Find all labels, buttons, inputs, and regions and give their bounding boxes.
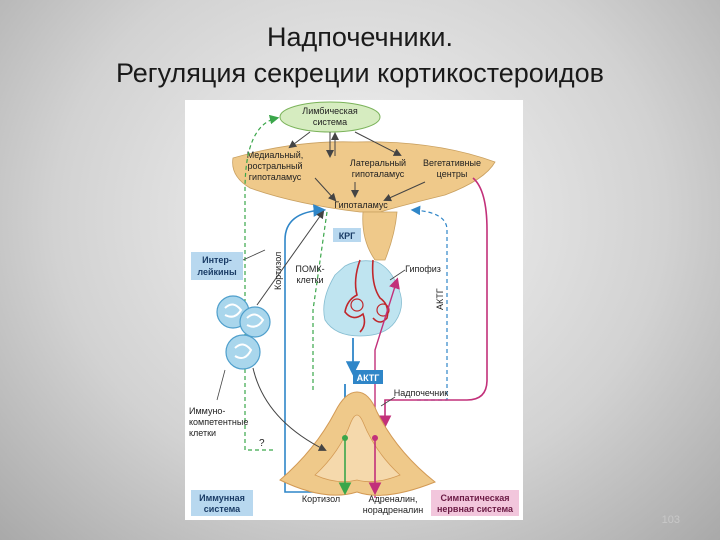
immuno-label-line1: Иммуно- <box>189 406 225 416</box>
vegetative-centers-line1: Вегетативные <box>423 158 481 168</box>
blue-feedback-right <box>410 205 448 401</box>
krg-label: КРГ <box>339 231 356 241</box>
arrow-limbic-to-medial <box>288 131 311 149</box>
immuno-label-line2: компетентные <box>189 417 248 427</box>
pomc-label-line2: клетки <box>296 275 323 285</box>
hypophysis-pointer <box>389 269 406 281</box>
cortisol-release-dot <box>342 435 348 441</box>
arrow-limbic-to-veg <box>354 131 402 156</box>
vessel-node-2 <box>376 303 390 317</box>
actg-vertical-label: АКТГ <box>435 288 445 310</box>
sympathetic-system-box <box>431 490 519 516</box>
page-number: 103 <box>661 514 680 526</box>
vessel-node-1 <box>350 298 364 312</box>
immune-system-line1: Иммунная <box>199 493 245 503</box>
pituitary-stalk <box>362 211 398 261</box>
lateral-hypothalamus-line1: Латеральный <box>350 158 406 168</box>
interleukins-pointer <box>242 249 266 261</box>
green-dashed-hypo-down <box>312 211 328 390</box>
adrenal-medulla <box>314 414 401 483</box>
medial-hypothalamus-line3: гипоталамус <box>249 172 302 182</box>
limbic-label-line2: система <box>313 117 347 127</box>
actg-box-label: АКТГ <box>357 373 380 383</box>
immune-system-line2: система <box>204 504 241 514</box>
limbic-label-line1: Лимбическая <box>302 106 358 116</box>
interleukins-label-box <box>191 252 243 280</box>
arrow-veg-to-hypothalamus <box>383 181 426 202</box>
cortisol-bottom-label: Кортизол <box>302 494 340 504</box>
portal-vessels-left <box>344 259 366 333</box>
immune-cells <box>216 295 271 370</box>
arrow-immune-to-hypothalamus <box>256 210 325 306</box>
interleukins-label-line1: Интер- <box>202 255 232 265</box>
hypothalamus-label: Гипоталамус <box>334 200 388 210</box>
blue-cortisol-feedback <box>284 204 333 493</box>
magenta-veg-down <box>378 177 488 429</box>
medial-hypothalamus-line2: ростральный <box>247 161 302 171</box>
krg-label-box <box>333 228 361 242</box>
medial-hypothalamus-line1: Медиальный, <box>247 150 304 160</box>
green-feedback-limbic <box>244 114 280 451</box>
actg-label-box <box>353 370 383 384</box>
adrenaline-release-dot <box>372 435 378 441</box>
immuno-label-line3: клетки <box>189 428 216 438</box>
adrenal-label: Надпочечник <box>394 388 449 398</box>
interleukins-label-line2: лейкины <box>197 267 237 277</box>
sympathetic-line2: нервная система <box>437 504 514 514</box>
adrenal-pointer <box>380 396 396 407</box>
immune-system-box <box>191 490 253 516</box>
diagram-figure: Лимбическая система Медиальный, ростраль… <box>185 100 523 520</box>
adrenaline-label-line2: норадреналин <box>363 505 424 515</box>
diagram-svg: Лимбическая система Медиальный, ростраль… <box>189 101 519 516</box>
slide-title-line2: Регуляция секреции кортикостероидов <box>115 58 605 88</box>
vegetative-centers-line2: центры <box>437 169 468 179</box>
question-mark: ? <box>259 438 265 449</box>
hypophysis-label: Гипофиз <box>405 264 441 274</box>
immuno-pointer <box>216 369 226 401</box>
hypothalamus-region <box>232 141 496 213</box>
cortisol-vertical-label: Кортизол <box>273 252 283 290</box>
lateral-hypothalamus-line2: гипоталамус <box>352 169 405 179</box>
adrenaline-label-line1: Адреналин, <box>369 494 418 504</box>
arrow-medial-to-hypothalamus <box>314 177 337 202</box>
portal-vessels-right <box>371 259 389 323</box>
pomc-label-line1: ПОМК- <box>295 264 324 274</box>
slide-title-line1: Надпочечники. <box>267 22 453 52</box>
arrow-immune-to-adrenal <box>252 367 327 451</box>
pituitary-gland <box>323 260 402 337</box>
sympathetic-line1: Симпатическая <box>441 493 510 503</box>
